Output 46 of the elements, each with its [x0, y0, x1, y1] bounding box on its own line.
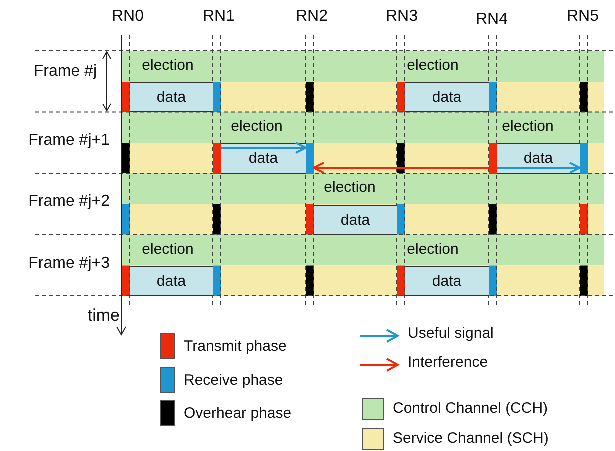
- data-label: data: [248, 151, 280, 166]
- data-box: [314, 204, 397, 235]
- phase-label: election: [230, 119, 284, 134]
- node-label: RN5: [566, 9, 600, 25]
- legend-label: Useful signal: [408, 326, 494, 341]
- data-box: [221, 143, 306, 174]
- legend-label: Transmit phase: [184, 339, 287, 354]
- transmit-phase-mark: [489, 143, 497, 174]
- node-label: RN3: [384, 9, 419, 25]
- signal-arrow: [313, 162, 489, 174]
- frame-label: Frame #j+2: [28, 194, 110, 210]
- phase-label: election: [406, 242, 460, 257]
- legend-label: Interference: [408, 355, 488, 370]
- frame-label: Frame #j: [34, 64, 97, 80]
- legend-label: Receive phase: [184, 373, 284, 388]
- legend-label: Control Channel (CCH): [393, 401, 548, 416]
- node-label: RN4: [474, 12, 509, 28]
- receive-phase-mark: [580, 143, 588, 174]
- frame-label: Frame #j+3: [28, 256, 110, 272]
- data-box: [130, 266, 213, 296]
- data-box: [405, 82, 489, 112]
- data-box: [497, 143, 580, 174]
- data-box: [405, 266, 489, 296]
- legend-label: Overhear phase: [184, 406, 292, 421]
- data-label: data: [156, 90, 188, 105]
- axis-label: time: [88, 307, 120, 324]
- legend-label: Service Channel (SCH): [393, 431, 549, 446]
- signal-arrow: [221, 142, 307, 154]
- data-label: data: [522, 151, 554, 166]
- phase-label: election: [323, 180, 377, 195]
- phase-label: election: [501, 119, 555, 134]
- data-label: data: [431, 90, 463, 105]
- signal-arrow: [497, 162, 581, 174]
- node-label: RN2: [294, 9, 329, 25]
- phase-label: election: [141, 58, 195, 73]
- node-label: RN0: [110, 9, 145, 25]
- data-label: data: [431, 274, 463, 289]
- phase-label: election: [406, 58, 460, 73]
- data-label: data: [156, 274, 188, 289]
- node-label: RN1: [202, 9, 236, 25]
- data-label: data: [340, 212, 372, 228]
- frame-label: Frame #j+1: [28, 133, 110, 149]
- data-box: [130, 82, 213, 112]
- receive-phase-mark: [306, 143, 314, 174]
- phase-label: election: [141, 242, 195, 257]
- transmit-phase-mark: [213, 143, 221, 174]
